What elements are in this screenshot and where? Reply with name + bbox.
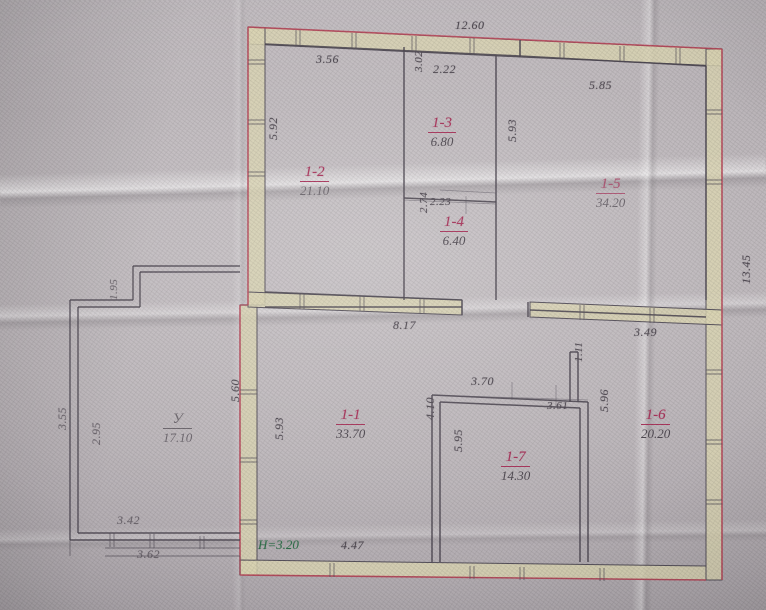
left-wing-outline xyxy=(69,265,240,541)
left-wing-openings xyxy=(69,533,240,557)
room-label-1-4: 1-4 6.40 xyxy=(440,215,468,247)
room-id-veranda: У xyxy=(163,412,193,429)
dim-room17-inner-vertical: 5.95 xyxy=(451,429,465,452)
room-label-1-7: 1-7 14.30 xyxy=(501,450,531,483)
room-id-1-4: 1-4 xyxy=(440,215,468,232)
dim-right-upper-vertical: 5.93 xyxy=(505,119,519,142)
room-label-1-5: 1-5 34.20 xyxy=(596,177,626,210)
dim-left-wing-vertical-upper: 1.95 xyxy=(108,278,120,300)
room-area-1-3: 6.80 xyxy=(430,134,454,149)
dim-left-wing-vertical-outer: 3.55 xyxy=(55,407,69,430)
annotation-height-note: Н=3.20 xyxy=(258,537,299,552)
room-area-1-1: 33.70 xyxy=(336,426,366,441)
dim-mid-band-left: 8.17 xyxy=(393,318,416,332)
dim-left-wing-bottom-outer: 3.62 xyxy=(137,547,160,561)
dimension-lines xyxy=(69,189,589,575)
room-label-1-3: 1-3 6.80 xyxy=(428,116,456,148)
dim-mid-band-right: 3.49 xyxy=(634,325,657,339)
wall-openings xyxy=(240,30,722,581)
room-area-1-5: 34.20 xyxy=(596,195,626,210)
dim-left-wing-bottom-inner: 3.42 xyxy=(117,513,140,527)
dim-top-right: 5.85 xyxy=(589,78,612,92)
room-area-1-2: 21.10 xyxy=(300,183,330,198)
room-id-1-1: 1-1 xyxy=(336,408,366,425)
dim-top-mid-small: 2.22 xyxy=(433,62,456,76)
dim-center-left-vertical-a: 5.60 xyxy=(228,379,242,402)
dim-small-room-width: 2.23 xyxy=(430,196,452,208)
room-label-1-1: 1-1 33.70 xyxy=(336,408,366,441)
interior-walls xyxy=(264,40,707,562)
room-id-1-2: 1-2 xyxy=(300,165,330,182)
dim-bottom-segment: 4.47 xyxy=(341,538,364,552)
room-area-1-4: 6.40 xyxy=(442,233,466,248)
dim-room17-top-right: 3.61 xyxy=(547,400,569,412)
dim-top-overall: 12.60 xyxy=(455,18,485,32)
dim-room17-right-vertical: 5.96 xyxy=(597,389,611,412)
room-label-1-2: 1-2 21.10 xyxy=(300,165,330,198)
room-area-1-7: 14.30 xyxy=(501,468,531,483)
room-id-1-6: 1-6 xyxy=(641,408,671,425)
room-label-veranda: У 17.10 xyxy=(163,412,193,445)
red-outline xyxy=(239,26,723,581)
dim-room17-left-vertical: 4.10 xyxy=(423,397,437,420)
dim-left-wing-vertical-inner: 2.95 xyxy=(89,422,103,445)
room-area-1-6: 20.20 xyxy=(641,426,671,441)
dim-top-left-room: 3.56 xyxy=(316,52,339,66)
dim-center-left-vertical-b: 5.93 xyxy=(272,417,286,440)
room-id-1-7: 1-7 xyxy=(501,450,531,467)
dim-room14-vertical: 2.74 xyxy=(418,191,430,213)
dim-room17-top: 3.70 xyxy=(471,374,494,388)
room-id-1-5: 1-5 xyxy=(596,177,626,194)
room-area-veranda: 17.10 xyxy=(163,430,193,445)
wall-bodies xyxy=(239,26,723,581)
room-id-1-3: 1-3 xyxy=(428,116,456,133)
dim-left-upper-vertical: 5.92 xyxy=(266,117,280,140)
room-label-1-6: 1-6 20.20 xyxy=(641,408,671,441)
dim-room17-notch: 1.11 xyxy=(573,341,585,362)
dim-right-overall-vertical: 13.45 xyxy=(739,254,753,285)
dim-room13-vertical: 3.02 xyxy=(413,50,425,72)
